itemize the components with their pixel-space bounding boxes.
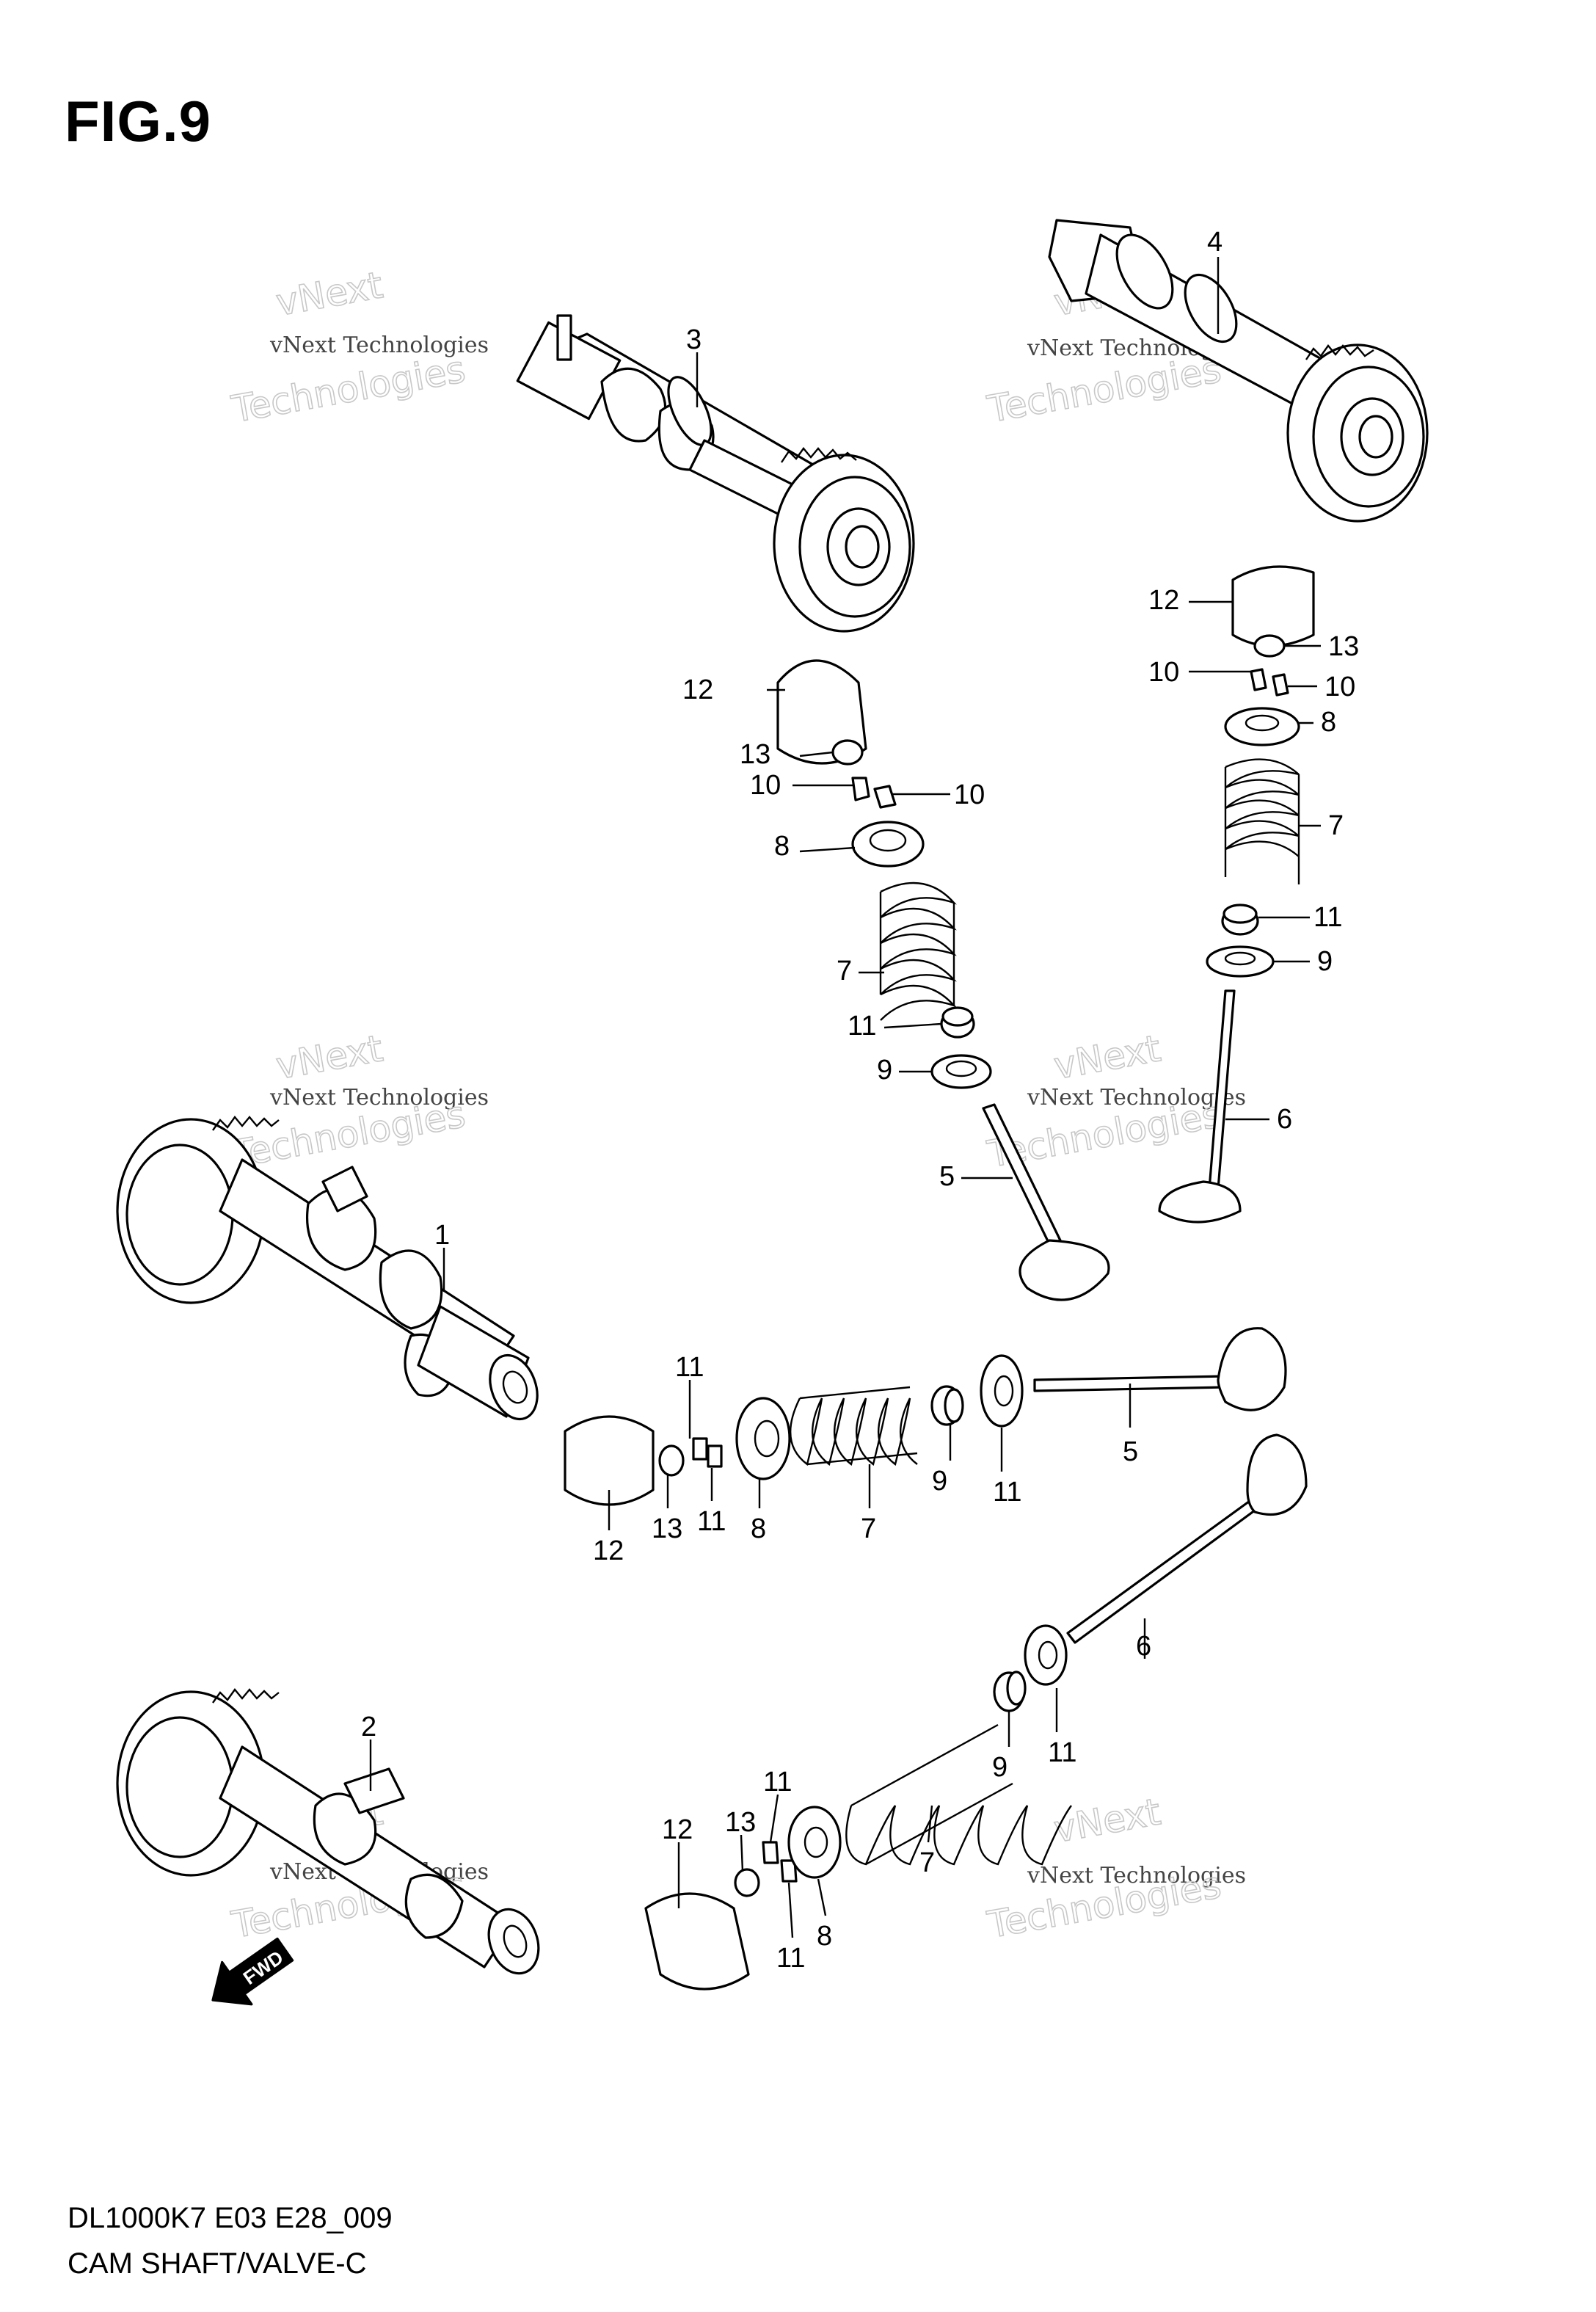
- watermark-line2: vNext Technologies: [269, 332, 489, 358]
- watermark: vNext vNext Technologies Technologies: [983, 1790, 1246, 1947]
- valve-stack-lower: [644, 1433, 1308, 1991]
- camshaft-3: [516, 314, 915, 633]
- callout-4: 13: [740, 739, 770, 770]
- callout-5: 10: [750, 770, 781, 801]
- leader-lines: [369, 257, 1321, 1938]
- valve-stack-upper-center: [776, 659, 1110, 1301]
- callout-20: 6: [1277, 1104, 1292, 1135]
- camshaft-2: [116, 1688, 540, 1975]
- callout-35: 12: [662, 1814, 693, 1845]
- watermark-line1: vNext: [273, 263, 386, 324]
- camshaft-4: [1048, 219, 1429, 523]
- callout-labels: 3 4 12 13 10 10 8 7 11 9 5 12 13 10 10 8…: [361, 227, 1359, 1974]
- callout-40: 7: [919, 1847, 935, 1878]
- callout-1: 3: [686, 324, 702, 355]
- watermark-line1: vNext: [1051, 1790, 1164, 1850]
- callout-36: 13: [725, 1807, 756, 1838]
- callout-3: 12: [682, 675, 713, 705]
- watermark-line1: vNext: [273, 1027, 386, 1087]
- callout-29: 9: [932, 1466, 947, 1497]
- callout-31: 6: [1136, 1631, 1151, 1662]
- callout-24: 12: [593, 1535, 624, 1566]
- watermark: vNext vNext Technologies Technologies: [227, 263, 489, 432]
- callout-11: 5: [939, 1161, 955, 1192]
- callout-22: 11: [675, 1352, 704, 1383]
- callout-34: 2: [361, 1712, 376, 1742]
- figure-caption: CAM SHAFT/VALVE-C: [68, 2247, 367, 2280]
- valve-stack-middle: [564, 1327, 1287, 1506]
- callout-17: 7: [1328, 810, 1344, 841]
- callout-39: 8: [817, 1921, 832, 1952]
- watermark-line2: vNext Technologies: [269, 1085, 489, 1110]
- watermark-line3: Technologies: [228, 348, 468, 431]
- callout-21: 1: [434, 1220, 450, 1251]
- callout-8: 7: [837, 956, 852, 986]
- callout-27: 8: [751, 1513, 766, 1544]
- watermark: vNext vNext Technologies Technologies: [983, 1027, 1246, 1177]
- camshaft-1: [116, 1116, 539, 1421]
- callout-19: 9: [1317, 946, 1333, 977]
- callout-37: 11: [763, 1767, 792, 1797]
- callout-26: 11: [697, 1506, 726, 1537]
- callout-14: 10: [1148, 657, 1179, 688]
- callout-9: 11: [848, 1011, 876, 1042]
- watermark-line1: vNext: [1051, 1027, 1164, 1087]
- callout-13: 13: [1328, 631, 1359, 662]
- callout-10: 9: [877, 1055, 892, 1086]
- callout-12: 12: [1148, 585, 1179, 616]
- callout-38: 11: [776, 1943, 805, 1974]
- callout-16: 8: [1321, 707, 1336, 738]
- figure-code: DL1000K7 E03 E28_009: [68, 2202, 393, 2234]
- watermark-line2: vNext Technologies: [1027, 1863, 1246, 1889]
- callout-30: 11: [993, 1477, 1021, 1508]
- callout-23: 5: [1123, 1436, 1138, 1467]
- valve-stack-upper-right: [1158, 565, 1315, 1224]
- callout-6: 10: [954, 779, 985, 810]
- callout-32: 9: [992, 1752, 1007, 1783]
- callout-28: 7: [861, 1513, 876, 1544]
- callout-2: 4: [1207, 227, 1222, 258]
- callout-33: 11: [1048, 1737, 1076, 1768]
- callout-15: 10: [1324, 672, 1355, 702]
- callout-25: 13: [652, 1513, 682, 1544]
- watermark-line2: vNext Technologies: [1027, 1085, 1246, 1110]
- callout-18: 11: [1313, 902, 1342, 933]
- callout-7: 8: [774, 831, 790, 862]
- figure-title: FIG.9: [65, 89, 212, 153]
- watermark: vNext vNext Technologies Technologies: [227, 1027, 489, 1177]
